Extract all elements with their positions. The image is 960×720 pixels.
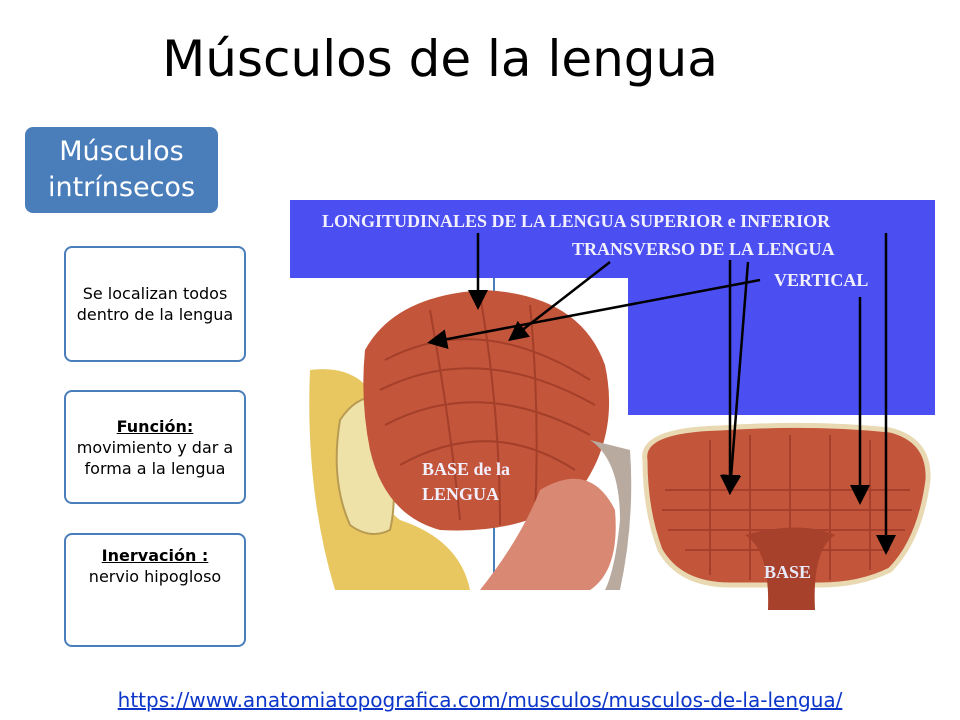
tongue-anatomy-figure: LONGITUDINALES DE LA LENGUA SUPERIOR e I… — [290, 200, 935, 610]
function-text: movimiento y dar a forma a la lengua — [76, 437, 234, 478]
function-heading: Función: — [116, 416, 194, 436]
hierarchy-root-box: Músculos intrínsecos — [25, 127, 218, 213]
throat-structure — [590, 440, 632, 590]
hierarchy-item-innervation: Inervación : nervio hipogloso — [64, 533, 246, 647]
location-text: Se localizan todos dentro de la lengua — [76, 284, 234, 324]
label-transverso: TRANSVERSO DE LA LENGUA — [572, 239, 835, 259]
slide-title: Músculos de la lengua — [162, 30, 718, 88]
label-base: BASE — [764, 562, 811, 582]
hierarchy-item-location: Se localizan todos dentro de la lengua — [64, 246, 246, 362]
label-base-lengua-2: LENGUA — [422, 484, 499, 504]
pointer-arrows — [427, 233, 896, 555]
label-base-lengua-1: BASE de la — [422, 459, 510, 479]
hierarchy-item-function: Función: movimiento y dar a forma a la l… — [64, 390, 246, 504]
hierarchy-root-label: Músculos intrínsecos — [47, 136, 196, 203]
sagittal-tongue — [363, 290, 610, 531]
sagittal-tongue-fibers — [379, 294, 596, 526]
innervation-text: nervio hipogloso — [88, 567, 222, 586]
neck-tissue — [480, 478, 616, 590]
coronal-base — [745, 527, 835, 610]
label-longitudinales: LONGITUDINALES DE LA LENGUA SUPERIOR e I… — [322, 211, 831, 231]
innervation-heading: Inervación : — [101, 546, 209, 565]
source-link[interactable]: https://www.anatomiatopografica.com/musc… — [117, 688, 843, 712]
label-panel — [290, 200, 935, 415]
label-vertical: VERTICAL — [774, 270, 868, 290]
